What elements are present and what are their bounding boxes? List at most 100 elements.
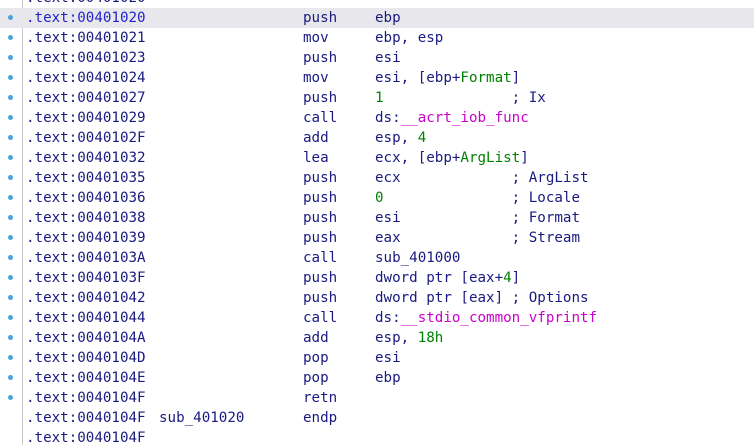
breakpoint-dot-icon[interactable] xyxy=(8,95,13,100)
mnemonic: push xyxy=(303,90,338,106)
address[interactable]: .text:0040103A xyxy=(26,250,146,266)
breakpoint-dot-icon[interactable] xyxy=(8,155,13,160)
address[interactable]: .text:0040104A xyxy=(26,330,146,346)
listing-row[interactable]: .text:0040104D pop esi xyxy=(0,348,754,368)
operand-text: esi xyxy=(375,210,401,226)
breakpoint-dot-icon[interactable] xyxy=(8,355,13,360)
address[interactable]: .text:00401042 xyxy=(26,290,146,306)
address[interactable]: .text:00401035 xyxy=(26,170,146,186)
address[interactable]: .text:00401036 xyxy=(26,190,146,206)
listing-row[interactable]: .text:0040104F xyxy=(0,428,754,448)
breakpoint-dot-icon[interactable] xyxy=(8,235,13,240)
operands: 1 ; Ix xyxy=(375,88,546,108)
operand-text: dword ptr [eax] ; Options xyxy=(375,290,589,306)
mnemonic: retn xyxy=(303,390,338,406)
mnemonic: pop xyxy=(303,370,329,386)
mnemonic: endp xyxy=(303,410,338,426)
immediate-value: 0 xyxy=(375,190,384,206)
function-label[interactable]: sub_401020 xyxy=(159,410,245,426)
listing-row[interactable]: .text:0040104F retn xyxy=(0,388,754,408)
breakpoint-dot-icon[interactable] xyxy=(8,115,13,120)
address[interactable]: .text:0040104F xyxy=(26,410,146,426)
mnemonic: pop xyxy=(303,350,329,366)
operands: esp, 18h xyxy=(375,328,443,348)
address[interactable]: .text:00401020 xyxy=(26,10,146,26)
breakpoint-dot-icon[interactable] xyxy=(8,215,13,220)
operand-text: dword ptr [eax+ xyxy=(375,270,504,286)
breakpoint-dot-icon[interactable] xyxy=(8,335,13,340)
address[interactable]: .text:0040102F xyxy=(26,130,146,146)
external-symbol[interactable]: __stdio_common_vfprintf xyxy=(400,310,598,326)
address[interactable]: .text:00401038 xyxy=(26,210,146,226)
operands: eax ; Stream xyxy=(375,228,580,248)
mnemonic: push xyxy=(303,10,338,26)
address[interactable]: .text:00401029 xyxy=(26,110,146,126)
listing-row[interactable]: .text:00401020 xyxy=(0,0,754,8)
breakpoint-dot-icon[interactable] xyxy=(8,135,13,140)
breakpoint-dot-icon[interactable] xyxy=(8,35,13,40)
stack-var-name[interactable]: Format xyxy=(460,70,512,86)
operands: esp, 4 xyxy=(375,128,426,148)
immediate-value: 4 xyxy=(417,130,427,146)
address[interactable]: .text:00401039 xyxy=(26,230,146,246)
listing-row[interactable]: .text:00401039 push eax ; Stream xyxy=(0,228,754,248)
mnemonic: add xyxy=(303,130,329,146)
mnemonic: call xyxy=(303,310,338,326)
external-symbol[interactable]: __acrt_iob_func xyxy=(400,110,529,126)
breakpoint-dot-icon[interactable] xyxy=(8,75,13,80)
address[interactable]: .text:0040104D xyxy=(26,350,146,366)
address[interactable]: .text:00401020 xyxy=(26,0,146,8)
breakpoint-dot-icon[interactable] xyxy=(8,255,13,260)
immediate-value: 4 xyxy=(503,270,512,286)
mnemonic: push xyxy=(303,50,338,66)
mnemonic: call xyxy=(303,110,338,126)
address[interactable]: .text:0040104F xyxy=(26,390,146,406)
breakpoint-dot-icon[interactable] xyxy=(8,315,13,320)
breakpoint-dot-icon[interactable] xyxy=(8,275,13,280)
address[interactable]: .text:00401023 xyxy=(26,50,146,66)
address[interactable]: .text:0040103F xyxy=(26,270,146,286)
listing-row[interactable]: .text:0040104F sub_401020 endp xyxy=(0,408,754,428)
breakpoint-dot-icon[interactable] xyxy=(8,175,13,180)
breakpoint-dot-icon[interactable] xyxy=(8,395,13,400)
operands: 0 ; Locale xyxy=(375,188,580,208)
address[interactable]: .text:0040104E xyxy=(26,370,146,386)
breakpoint-dot-icon[interactable] xyxy=(8,15,13,20)
breakpoint-dot-icon[interactable] xyxy=(8,375,13,380)
mnemonic: push xyxy=(303,230,338,246)
address[interactable]: .text:00401032 xyxy=(26,150,146,166)
breakpoint-dot-icon[interactable] xyxy=(8,195,13,200)
operand-text: eax xyxy=(375,230,401,246)
address[interactable]: .text:00401021 xyxy=(26,30,146,46)
listing-row[interactable]: .text:00401027 push 1 ; Ix xyxy=(0,88,754,108)
breakpoint-gutter[interactable] xyxy=(0,0,22,445)
comment: ; Stream xyxy=(400,230,580,246)
operands: esi xyxy=(375,348,401,368)
breakpoint-dot-icon[interactable] xyxy=(8,55,13,60)
address[interactable]: .text:00401027 xyxy=(26,90,146,106)
listing-row[interactable]: .text:0040102F add esp, 4 xyxy=(0,128,754,148)
address[interactable]: .text:0040104F xyxy=(26,430,146,446)
address[interactable]: .text:00401044 xyxy=(26,310,146,326)
stack-var-name[interactable]: ArgList xyxy=(460,150,521,166)
breakpoint-dot-icon[interactable] xyxy=(8,295,13,300)
mnemonic: call xyxy=(303,250,338,266)
address[interactable]: .text:00401024 xyxy=(26,70,146,86)
operand-text: ] xyxy=(511,70,521,86)
